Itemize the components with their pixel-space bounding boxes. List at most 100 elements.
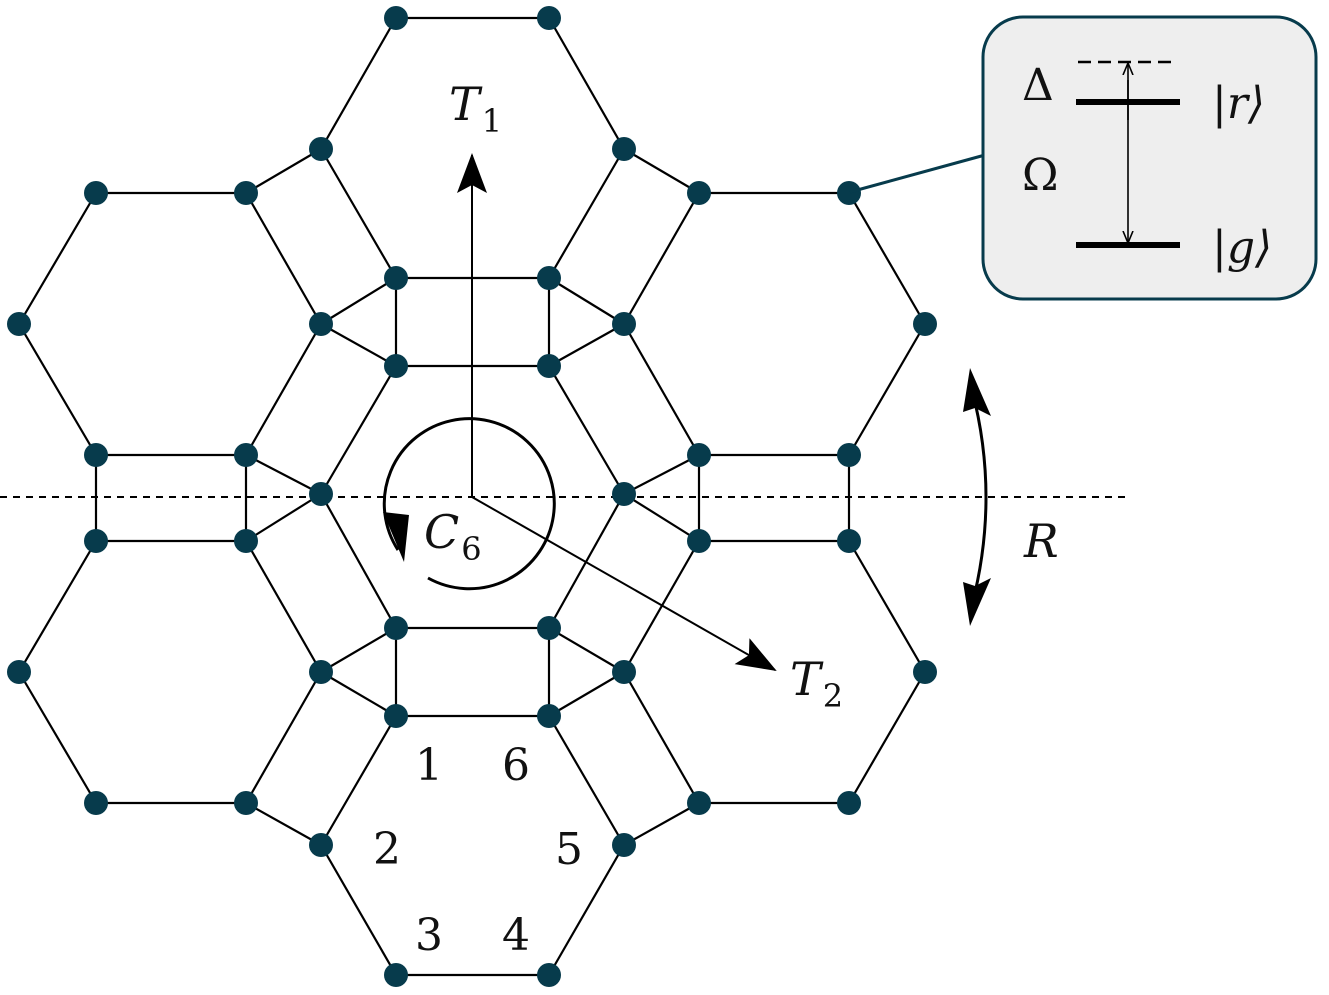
atom-site [913, 660, 937, 684]
lattice-edge [548, 148, 625, 279]
atom-site [612, 833, 636, 857]
omega-label: Ω [1022, 150, 1058, 201]
atom-site [384, 266, 408, 290]
atom-site [234, 791, 258, 815]
delta-label: Δ [1022, 60, 1054, 111]
lattice-edge [623, 802, 700, 846]
atom-site [7, 660, 31, 684]
lattice-edge [848, 192, 926, 325]
lattice-edge [245, 148, 322, 194]
lattice-edge [623, 540, 700, 673]
atom-site [234, 443, 258, 467]
atom-site [537, 704, 561, 728]
site-label-2: 2 [373, 824, 401, 875]
lattice-edge [245, 454, 322, 495]
lattice-nodes [7, 6, 937, 987]
atom-site [837, 791, 861, 815]
lattice-edge [18, 671, 97, 804]
atom-site [837, 181, 861, 205]
reflection-arrowhead-top [963, 368, 991, 416]
level-diagram-inset: Δ Ω |r⟩ |g⟩ [849, 15, 1318, 301]
site-label-1: 1 [415, 740, 443, 791]
atom-site [309, 660, 333, 684]
inset-connector [849, 153, 986, 194]
atom-site [537, 963, 561, 987]
lattice-edge [548, 277, 625, 325]
atom-site [687, 791, 711, 815]
atom-site [537, 266, 561, 290]
lattice-edge [548, 627, 625, 673]
lattice-edge [320, 148, 397, 279]
lattice-edge [623, 493, 700, 542]
atom-site [309, 137, 333, 161]
atom-site [913, 312, 937, 336]
atom-site [612, 312, 636, 336]
lattice-edge [245, 540, 322, 673]
lattice-edge [320, 671, 397, 717]
site-label-4: 4 [502, 910, 530, 961]
lattice-edge [548, 671, 625, 717]
lattice-edge [320, 323, 397, 367]
lattice-edge [548, 844, 625, 976]
t2-arrow [471, 496, 777, 671]
c6-arrowhead [383, 512, 409, 562]
atom-site [384, 6, 408, 30]
atom-site [687, 443, 711, 467]
lattice-edge [548, 715, 625, 846]
site-label-6: 6 [502, 740, 530, 791]
lattice-edge [548, 323, 625, 367]
lattice-edge [320, 844, 397, 976]
lattice-edge [320, 627, 397, 673]
ket-g-label: |g⟩ [1212, 222, 1272, 273]
lattice-edge [848, 540, 926, 673]
atom-site [84, 791, 108, 815]
ket-r-label: |r⟩ [1212, 78, 1265, 129]
atom-site [309, 833, 333, 857]
atom-site [537, 6, 561, 30]
atom-site [309, 482, 333, 506]
lattice-edge [623, 192, 700, 325]
lattice-edge [623, 148, 700, 194]
lattice-edge [245, 671, 322, 804]
lattice-edge [320, 493, 397, 629]
atom-site [687, 181, 711, 205]
lattice-edges [18, 16, 926, 977]
atom-site [234, 529, 258, 553]
lattice-edge [245, 192, 322, 325]
atom-site [309, 312, 333, 336]
atom-site [7, 312, 31, 336]
lattice-edge [548, 17, 625, 150]
inset-box [981, 15, 1318, 301]
lattice-edge [245, 323, 322, 456]
atom-site [537, 354, 561, 378]
atom-site [384, 354, 408, 378]
atom-site [537, 616, 561, 640]
atom-site [384, 704, 408, 728]
site-label-5: 5 [555, 824, 583, 875]
atom-site [384, 963, 408, 987]
lattice-edge [18, 192, 97, 325]
lattice-edge [18, 540, 97, 673]
atom-site [612, 660, 636, 684]
atom-site [612, 137, 636, 161]
lattice-edge [245, 802, 322, 846]
atom-site [384, 616, 408, 640]
t2-label: T2 [790, 652, 843, 715]
c6-rotation-arc [382, 417, 556, 591]
lattice-edge [548, 365, 625, 495]
lattice-edge [320, 17, 397, 150]
lattice-edge [320, 277, 397, 325]
atom-site [837, 443, 861, 467]
atom-site [837, 529, 861, 553]
atom-site [687, 529, 711, 553]
lattice-edge [623, 323, 700, 456]
site-label-3: 3 [415, 910, 443, 961]
atom-site [84, 181, 108, 205]
lattice-edge [245, 493, 322, 542]
atom-site [612, 482, 636, 506]
atom-site [234, 181, 258, 205]
lattice-edge [320, 365, 397, 495]
atom-site [84, 443, 108, 467]
lattice-edge [18, 323, 97, 456]
